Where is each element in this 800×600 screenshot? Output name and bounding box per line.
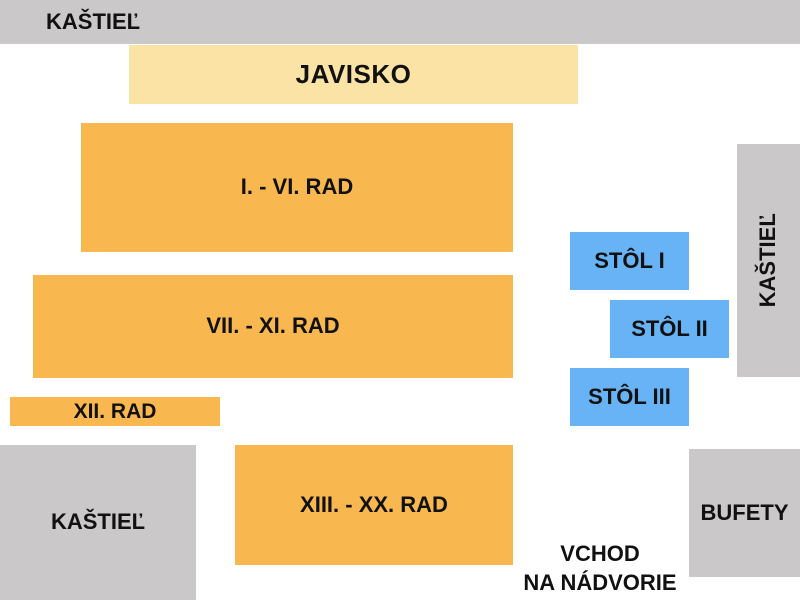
stage: JAVISKO bbox=[129, 45, 578, 104]
building-bottom-left-label: KAŠTIEĽ bbox=[50, 509, 146, 535]
buffets-label: BUFETY bbox=[700, 499, 789, 525]
seating-rows-7-11[interactable]: VII. - XI. RAD bbox=[33, 275, 513, 378]
entrance[interactable]: VCHOD NA NÁDVORIE bbox=[505, 538, 695, 600]
table-2[interactable]: STÔL II bbox=[610, 300, 729, 358]
entrance-label-line2: NA NÁDVORIE bbox=[523, 570, 677, 595]
buffets[interactable]: BUFETY bbox=[689, 449, 800, 577]
entrance-label-line1: VCHOD bbox=[560, 541, 640, 567]
seating-row-12[interactable]: XII. RAD bbox=[10, 397, 220, 426]
building-top: KAŠTIEĽ bbox=[0, 0, 800, 44]
building-right-label: KAŠTIEĽ bbox=[755, 213, 781, 308]
table-1[interactable]: STÔL I bbox=[570, 232, 689, 290]
seating-rows-13-20[interactable]: XIII. - XX. RAD bbox=[235, 445, 513, 565]
table-3[interactable]: STÔL III bbox=[570, 368, 689, 426]
stage-label: JAVISKO bbox=[295, 58, 412, 89]
seating-rows-7-11-label: VII. - XI. RAD bbox=[206, 313, 340, 339]
table-3-label: STÔL III bbox=[588, 383, 671, 409]
building-top-label: KAŠTIEĽ bbox=[46, 8, 141, 34]
table-2-label: STÔL II bbox=[631, 315, 708, 341]
table-1-label: STÔL I bbox=[594, 247, 665, 273]
seating-rows-13-20-label: XIII. - XX. RAD bbox=[300, 491, 448, 517]
seating-row-12-label: XII. RAD bbox=[73, 399, 157, 423]
building-bottom-left: KAŠTIEĽ bbox=[0, 445, 196, 600]
seating-rows-1-6-label: I. - VI. RAD bbox=[240, 174, 354, 200]
building-right: KAŠTIEĽ bbox=[737, 144, 800, 377]
seating-rows-1-6[interactable]: I. - VI. RAD bbox=[81, 123, 513, 252]
